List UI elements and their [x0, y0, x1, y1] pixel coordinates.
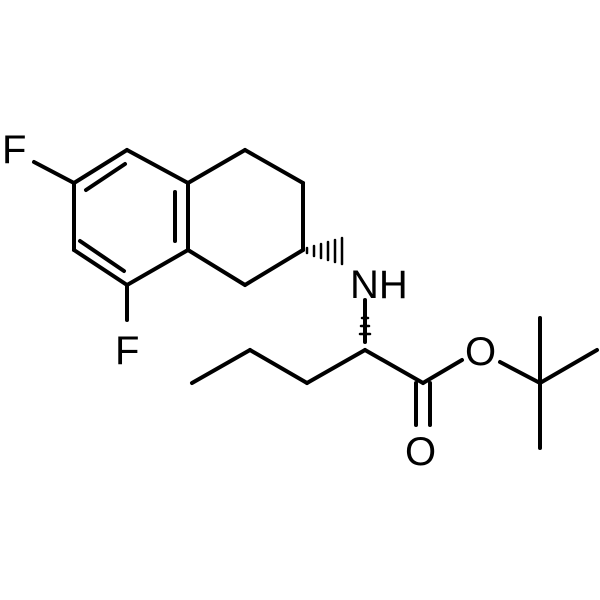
bond-ar-lower	[72, 248, 129, 287]
bond-ar-lower-right	[125, 248, 190, 287]
aromatic-ring	[72, 148, 190, 287]
hashed-wedge-bond-c-n	[305, 236, 344, 266]
atom-label-carbonyl-oxygen: O	[405, 430, 436, 474]
bond-tbu-right	[538, 348, 599, 385]
bond-sat-5	[186, 248, 247, 287]
saturated-ring	[186, 148, 305, 287]
bond-calpha-c1	[305, 348, 367, 385]
bond-ar-lower-inner	[78, 239, 126, 273]
bond-sat-1	[186, 148, 247, 185]
bond-c-f-top	[32, 160, 76, 185]
bond-sat-2	[243, 148, 305, 185]
bond-ccarbonyl-o-single	[421, 358, 464, 385]
atom-label-fluorine-top: F	[2, 128, 26, 172]
bond-calpha-ccarbonyl	[363, 348, 425, 385]
bond-sat-4	[243, 248, 305, 287]
hashed-wedge-bond-calpha	[358, 316, 372, 336]
bond-c1-c2	[248, 348, 309, 385]
bond-ar-top	[125, 148, 190, 185]
bond-o-ctbu	[498, 360, 542, 385]
bond-c2-c3	[190, 348, 252, 385]
bond-ar-upper-left-inner	[84, 162, 127, 192]
atom-label-amine: NH	[350, 263, 408, 307]
bond-ar-upper-left	[72, 148, 129, 185]
atom-label-ester-oxygen: O	[465, 330, 496, 374]
atom-label-fluorine-bottom: F	[115, 329, 139, 373]
